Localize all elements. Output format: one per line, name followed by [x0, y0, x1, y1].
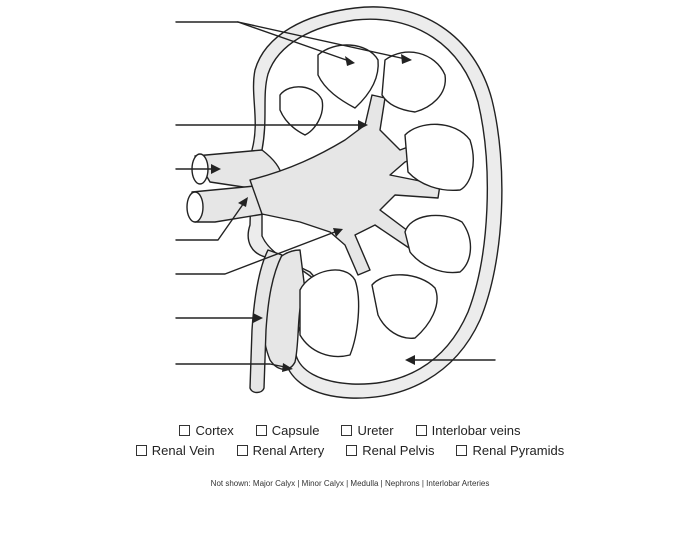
checkbox[interactable] [341, 425, 352, 436]
option-label: Interlobar veins [432, 423, 521, 438]
renal-pyramid-6 [300, 270, 359, 356]
option-label: Ureter [357, 423, 393, 438]
option-renal-vein[interactable]: Renal Vein [136, 443, 215, 458]
option-ureter[interactable]: Ureter [341, 423, 393, 438]
option-cortex[interactable]: Cortex [179, 423, 233, 438]
checkbox[interactable] [256, 425, 267, 436]
option-capsule[interactable]: Capsule [256, 423, 320, 438]
checkbox[interactable] [179, 425, 190, 436]
option-label: Renal Artery [253, 443, 325, 458]
checkbox[interactable] [136, 445, 147, 456]
option-label: Renal Pelvis [362, 443, 434, 458]
option-label: Capsule [272, 423, 320, 438]
leader-line-7 [176, 364, 290, 368]
checkbox[interactable] [346, 445, 357, 456]
checkbox[interactable] [456, 445, 467, 456]
option-renal-pelvis[interactable]: Renal Pelvis [346, 443, 434, 458]
not-shown-note: Not shown: Major Calyx | Minor Calyx | M… [0, 479, 700, 488]
option-label: Renal Pyramids [472, 443, 564, 458]
option-interlobar-veins[interactable]: Interlobar veins [416, 423, 521, 438]
options-row-1: Cortex Capsule Ureter Interlobar veins [0, 423, 700, 438]
renal-artery-opening [187, 192, 203, 222]
checkbox[interactable] [416, 425, 427, 436]
option-label: Cortex [195, 423, 233, 438]
option-renal-pyramids[interactable]: Renal Pyramids [456, 443, 564, 458]
checkbox[interactable] [237, 445, 248, 456]
option-renal-artery[interactable]: Renal Artery [237, 443, 325, 458]
kidney-diagram [0, 0, 700, 410]
option-label: Renal Vein [152, 443, 215, 458]
options-row-2: Renal Vein Renal Artery Renal Pelvis Ren… [0, 443, 700, 458]
